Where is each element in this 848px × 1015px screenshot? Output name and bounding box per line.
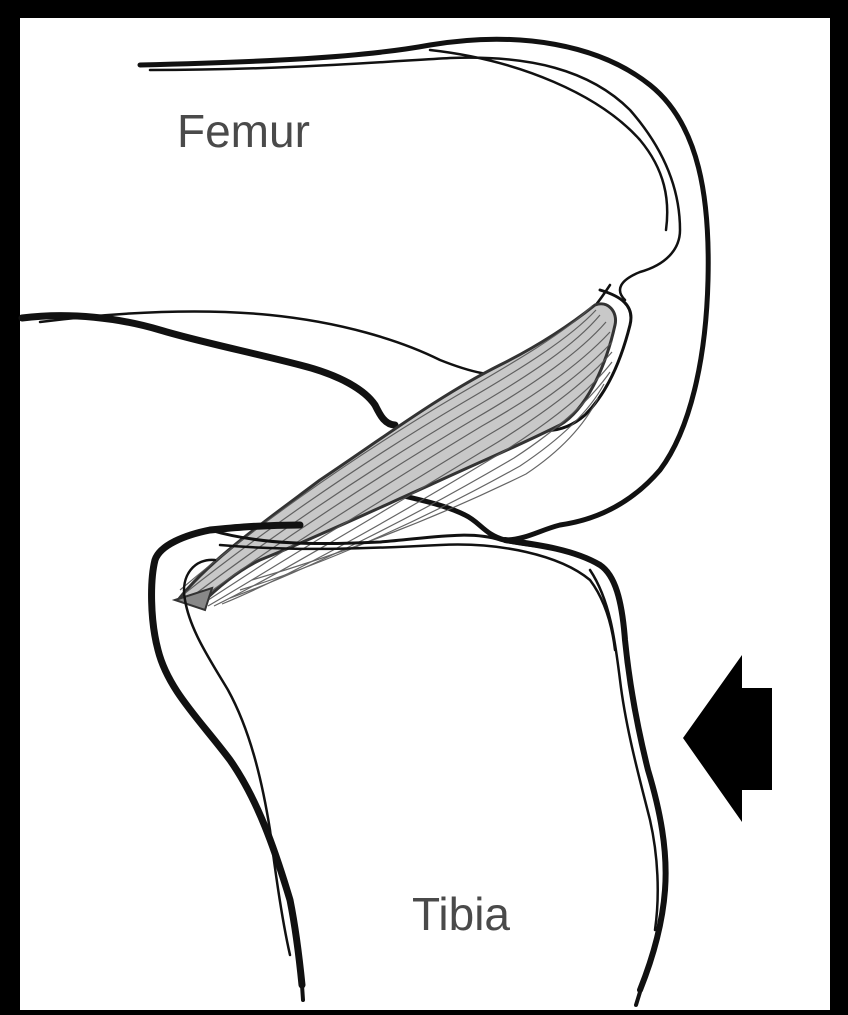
diagram-background xyxy=(20,18,830,1010)
femur-label: Femur xyxy=(177,105,310,157)
tibia-label: Tibia xyxy=(412,888,510,940)
